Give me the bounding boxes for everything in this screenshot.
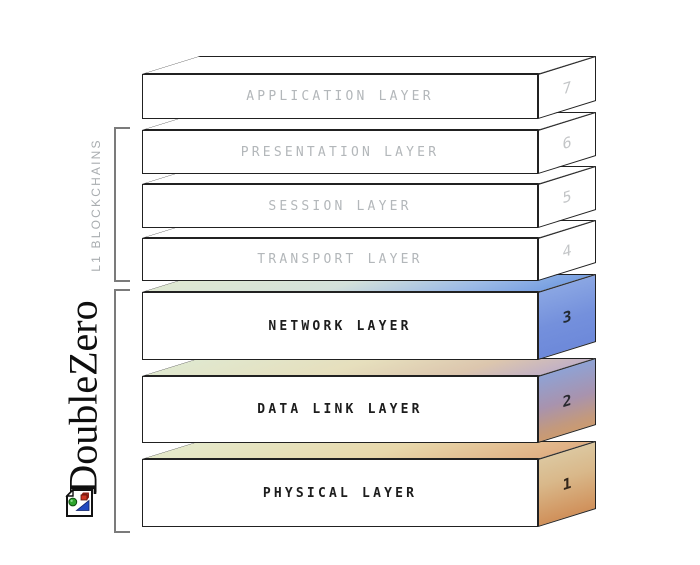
layer-session: 5 SESSION LAYER — [142, 166, 597, 228]
layer-label: APPLICATION LAYER — [246, 89, 434, 104]
layer-front-face: APPLICATION LAYER — [142, 74, 538, 119]
doublezero-bracket — [114, 289, 130, 533]
layer-label: TRANSPORT LAYER — [257, 252, 423, 267]
layer-front-face: TRANSPORT LAYER — [142, 238, 538, 281]
layer-front-face: NETWORK LAYER — [142, 292, 538, 360]
layer-label: PRESENTATION LAYER — [240, 144, 440, 160]
layer-top-face — [142, 358, 597, 376]
doublezero-wordmark: DoubleZero — [60, 300, 106, 494]
layer-number: 7 — [562, 77, 572, 98]
layer-top-face — [142, 441, 597, 459]
layer-front-face: PHYSICAL LAYER — [142, 459, 538, 527]
layer-number: 5 — [562, 186, 572, 208]
layer-label: NETWORK LAYER — [268, 318, 412, 334]
layer-number: 2 — [562, 390, 572, 411]
layer-front-face: DATA LINK LAYER — [142, 376, 538, 443]
layer-number: 1 — [562, 473, 572, 495]
layer-physical: 1 PHYSICAL LAYER — [142, 441, 597, 527]
layer-front-face: PRESENTATION LAYER — [142, 130, 538, 174]
layer-presentation: 6 PRESENTATION LAYER — [142, 112, 597, 174]
layer-application: 7 APPLICATION LAYER — [142, 56, 597, 119]
layer-network: 3 NETWORK LAYER — [142, 274, 597, 360]
layer-label: SESSION LAYER — [268, 198, 412, 214]
broken-image-icon — [65, 485, 97, 517]
layer-number: 3 — [562, 306, 572, 328]
layer-number: 4 — [562, 240, 572, 261]
l1-blockchains-bracket — [114, 127, 130, 282]
layer-label: DATA LINK LAYER — [257, 402, 423, 417]
l1-blockchains-label: L1 BLOCKCHAINS — [89, 138, 103, 272]
layer-number: 6 — [562, 132, 572, 154]
layer-label: PHYSICAL LAYER — [262, 485, 418, 501]
layer-front-face: SESSION LAYER — [142, 184, 538, 228]
layer-transport: 4 TRANSPORT LAYER — [142, 220, 597, 281]
layer-data-link: 2 DATA LINK LAYER — [142, 358, 597, 443]
layer-top-face — [142, 56, 597, 74]
